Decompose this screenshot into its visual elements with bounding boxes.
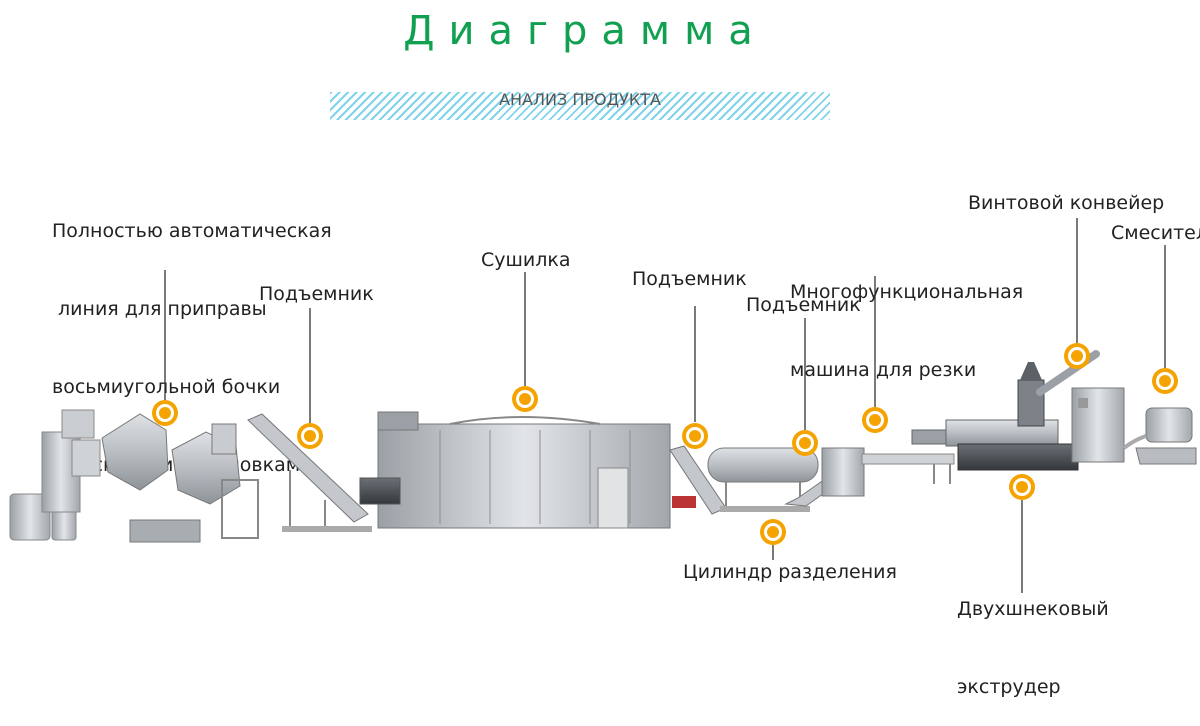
label-lift-2: Подъемник [632, 268, 747, 290]
marker-extruder-icon [1009, 474, 1035, 500]
production-line-diagram [9, 218, 1197, 593]
dryer-machine [359, 411, 671, 529]
label-screw-conveyor: Винтовой конвейер [968, 192, 1165, 214]
label-cutter: Многофункциональная машина для резки [790, 227, 1023, 409]
label-seasoning-line-3: восьмиугольной бочки [52, 376, 281, 398]
markers [152, 343, 1178, 545]
label-lift-3: Подъемник [746, 294, 861, 316]
marker-mixer-icon [1152, 368, 1178, 394]
label-mixer: Смеситель [1111, 222, 1200, 244]
lift-1-conveyor [247, 413, 372, 532]
mixer-machine [1122, 407, 1197, 465]
separation-cylinder [707, 447, 819, 512]
marker-lift-3-icon [792, 430, 818, 456]
marker-seasoning-icon [152, 400, 178, 426]
twin-screw-extruder [911, 362, 1079, 471]
label-seasoning-line-1: Полностью автоматическая [52, 220, 332, 242]
page-subtitle: АНАЛИЗ ПРОДУКТА [330, 90, 830, 109]
label-seasoning-line-2: линия для приправы [52, 298, 267, 320]
seasoning-machine [9, 409, 259, 543]
marker-cylinder-icon [760, 519, 786, 545]
subtitle-hatch-band [330, 92, 830, 120]
marker-lift-1-icon [297, 423, 323, 449]
label-extruder-line-2: экструдер [957, 676, 1061, 698]
label-separation-cylinder: Цилиндр разделения [683, 561, 897, 583]
label-cutter-line-2: машина для резки [790, 359, 977, 381]
screw-conveyor [1036, 350, 1125, 463]
marker-screw-icon [1064, 343, 1090, 369]
label-dryer: Сушилка [481, 249, 571, 271]
cutting-machine [821, 447, 955, 497]
subtitle-text: АНАЛИЗ ПРОДУКТА [499, 90, 661, 109]
label-lift-1: Подъемник [259, 283, 374, 305]
label-cutter-line-1: Многофункциональная [790, 281, 1024, 303]
marker-dryer-icon [512, 386, 538, 412]
marker-lift-2-icon [682, 423, 708, 449]
marker-cutter-icon [862, 407, 888, 433]
leader-lines [164, 218, 1166, 593]
page-title: Диаграмма [403, 8, 767, 54]
